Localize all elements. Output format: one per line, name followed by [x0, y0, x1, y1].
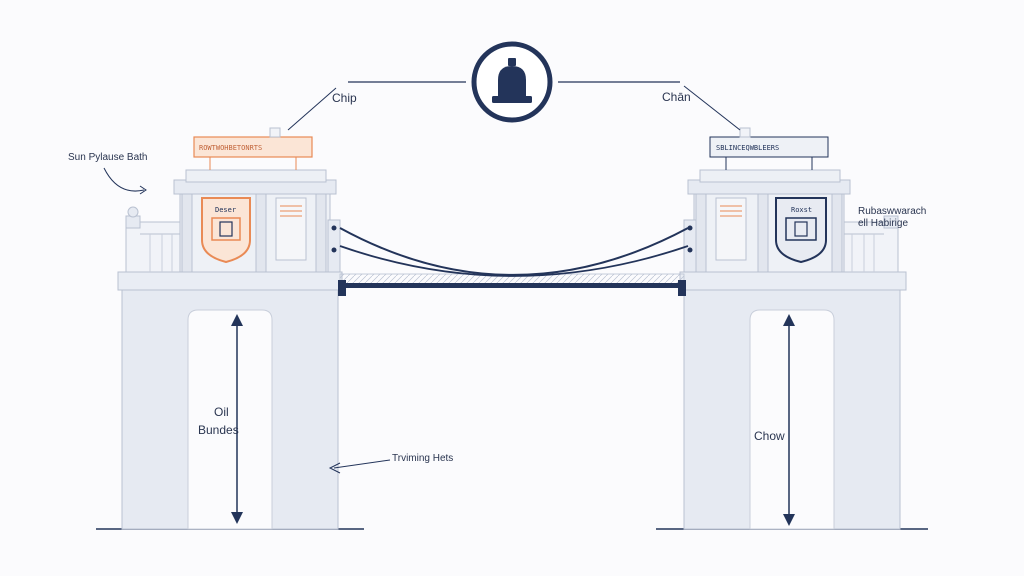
label-left-note: Sun Pylause Bath [68, 152, 148, 163]
label-chip: Chip [332, 91, 357, 105]
label-right-pillar: Chow [754, 429, 785, 443]
trimming-pointer [333, 459, 391, 469]
right-height-arrow [783, 314, 795, 526]
label-right-note-1: Rubaswwarach [858, 206, 926, 217]
label-chain: Chān [662, 90, 691, 104]
left-note-arrowhead [139, 185, 147, 195]
bell-icon [471, 41, 553, 123]
right-shield [775, 197, 827, 264]
left-tower [117, 127, 343, 530]
label-trimming: Trviming Hets [392, 453, 453, 464]
label-right-note-2: ell Habirige [858, 218, 908, 229]
left-shield [201, 197, 251, 264]
pointer-chip [287, 87, 337, 131]
right-shield-text: Roxst [791, 206, 812, 214]
trimming-arrowhead [328, 462, 341, 474]
left-sign-text: ROWTWOHBETONRTS [199, 144, 262, 152]
left-shield-text: Deser [215, 206, 236, 214]
left-note-pointer [103, 167, 145, 192]
bridge-span [338, 227, 689, 296]
right-tower [679, 127, 907, 530]
pointer-chain [683, 85, 741, 131]
label-left-pillar-2: Bundes [198, 423, 239, 437]
right-sign-text: SBLINCEQWBLEERS [716, 144, 779, 152]
left-height-arrow [231, 314, 243, 524]
label-left-pillar-1: Oil [214, 405, 229, 419]
